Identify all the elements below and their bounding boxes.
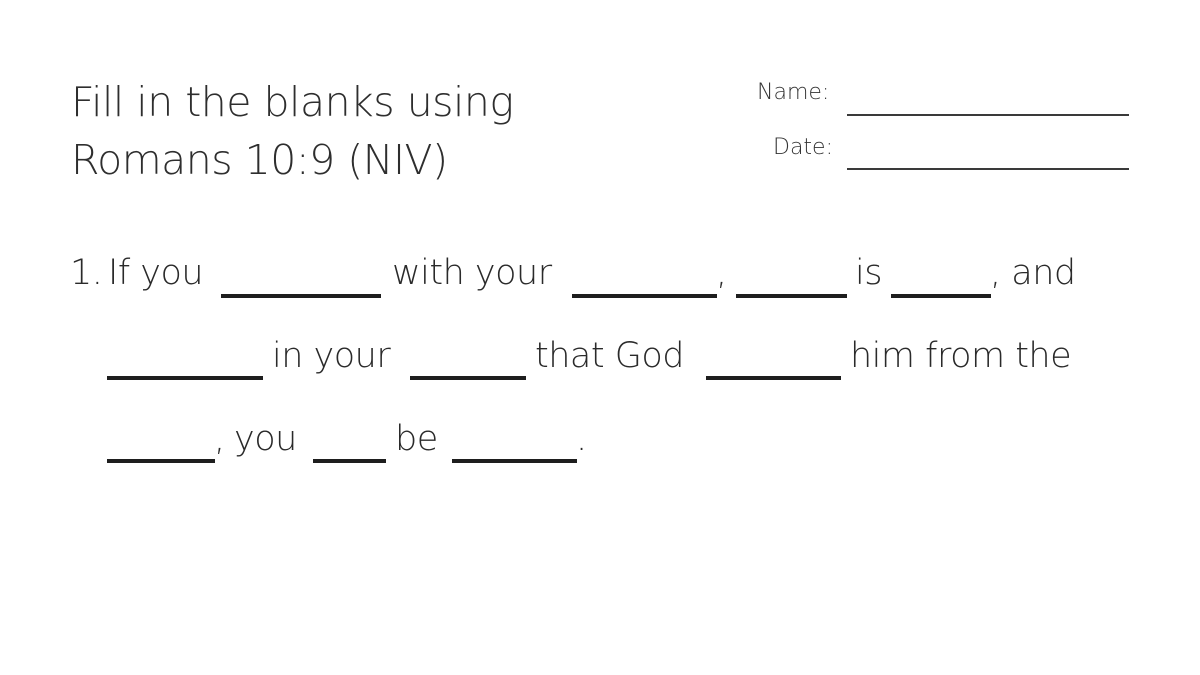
blank-6[interactable]: [410, 376, 526, 380]
punctuation: ,: [214, 419, 225, 459]
text-segment: is: [855, 253, 882, 293]
text-segment: him from the: [850, 336, 1072, 376]
page-title-line-1: Fill in the blanks using: [71, 78, 514, 126]
blank-3[interactable]: [736, 294, 847, 298]
text-segment: , and: [990, 253, 1076, 293]
blank-9[interactable]: [313, 459, 386, 463]
text-segment: If you: [108, 253, 204, 293]
name-field[interactable]: [847, 114, 1129, 116]
text-segment: with your: [392, 253, 552, 293]
blank-4[interactable]: [891, 294, 991, 298]
date-field[interactable]: [847, 168, 1129, 170]
blank-10[interactable]: [452, 459, 577, 463]
date-label: Date:: [773, 135, 833, 160]
blank-5[interactable]: [107, 376, 263, 380]
page-title-line-2: Romans 10:9 (NIV): [71, 136, 448, 184]
punctuation: ,: [716, 253, 727, 293]
blank-2[interactable]: [572, 294, 717, 298]
blank-8[interactable]: [107, 459, 215, 463]
punctuation: .: [576, 419, 587, 459]
blank-7[interactable]: [706, 376, 841, 380]
question-number: 1.: [70, 253, 103, 293]
text-segment: that God: [535, 336, 684, 376]
blank-1[interactable]: [221, 294, 381, 298]
text-segment: you: [234, 419, 297, 459]
text-segment: be: [395, 419, 438, 459]
text-segment: in your: [272, 336, 391, 376]
name-label: Name:: [757, 80, 830, 105]
